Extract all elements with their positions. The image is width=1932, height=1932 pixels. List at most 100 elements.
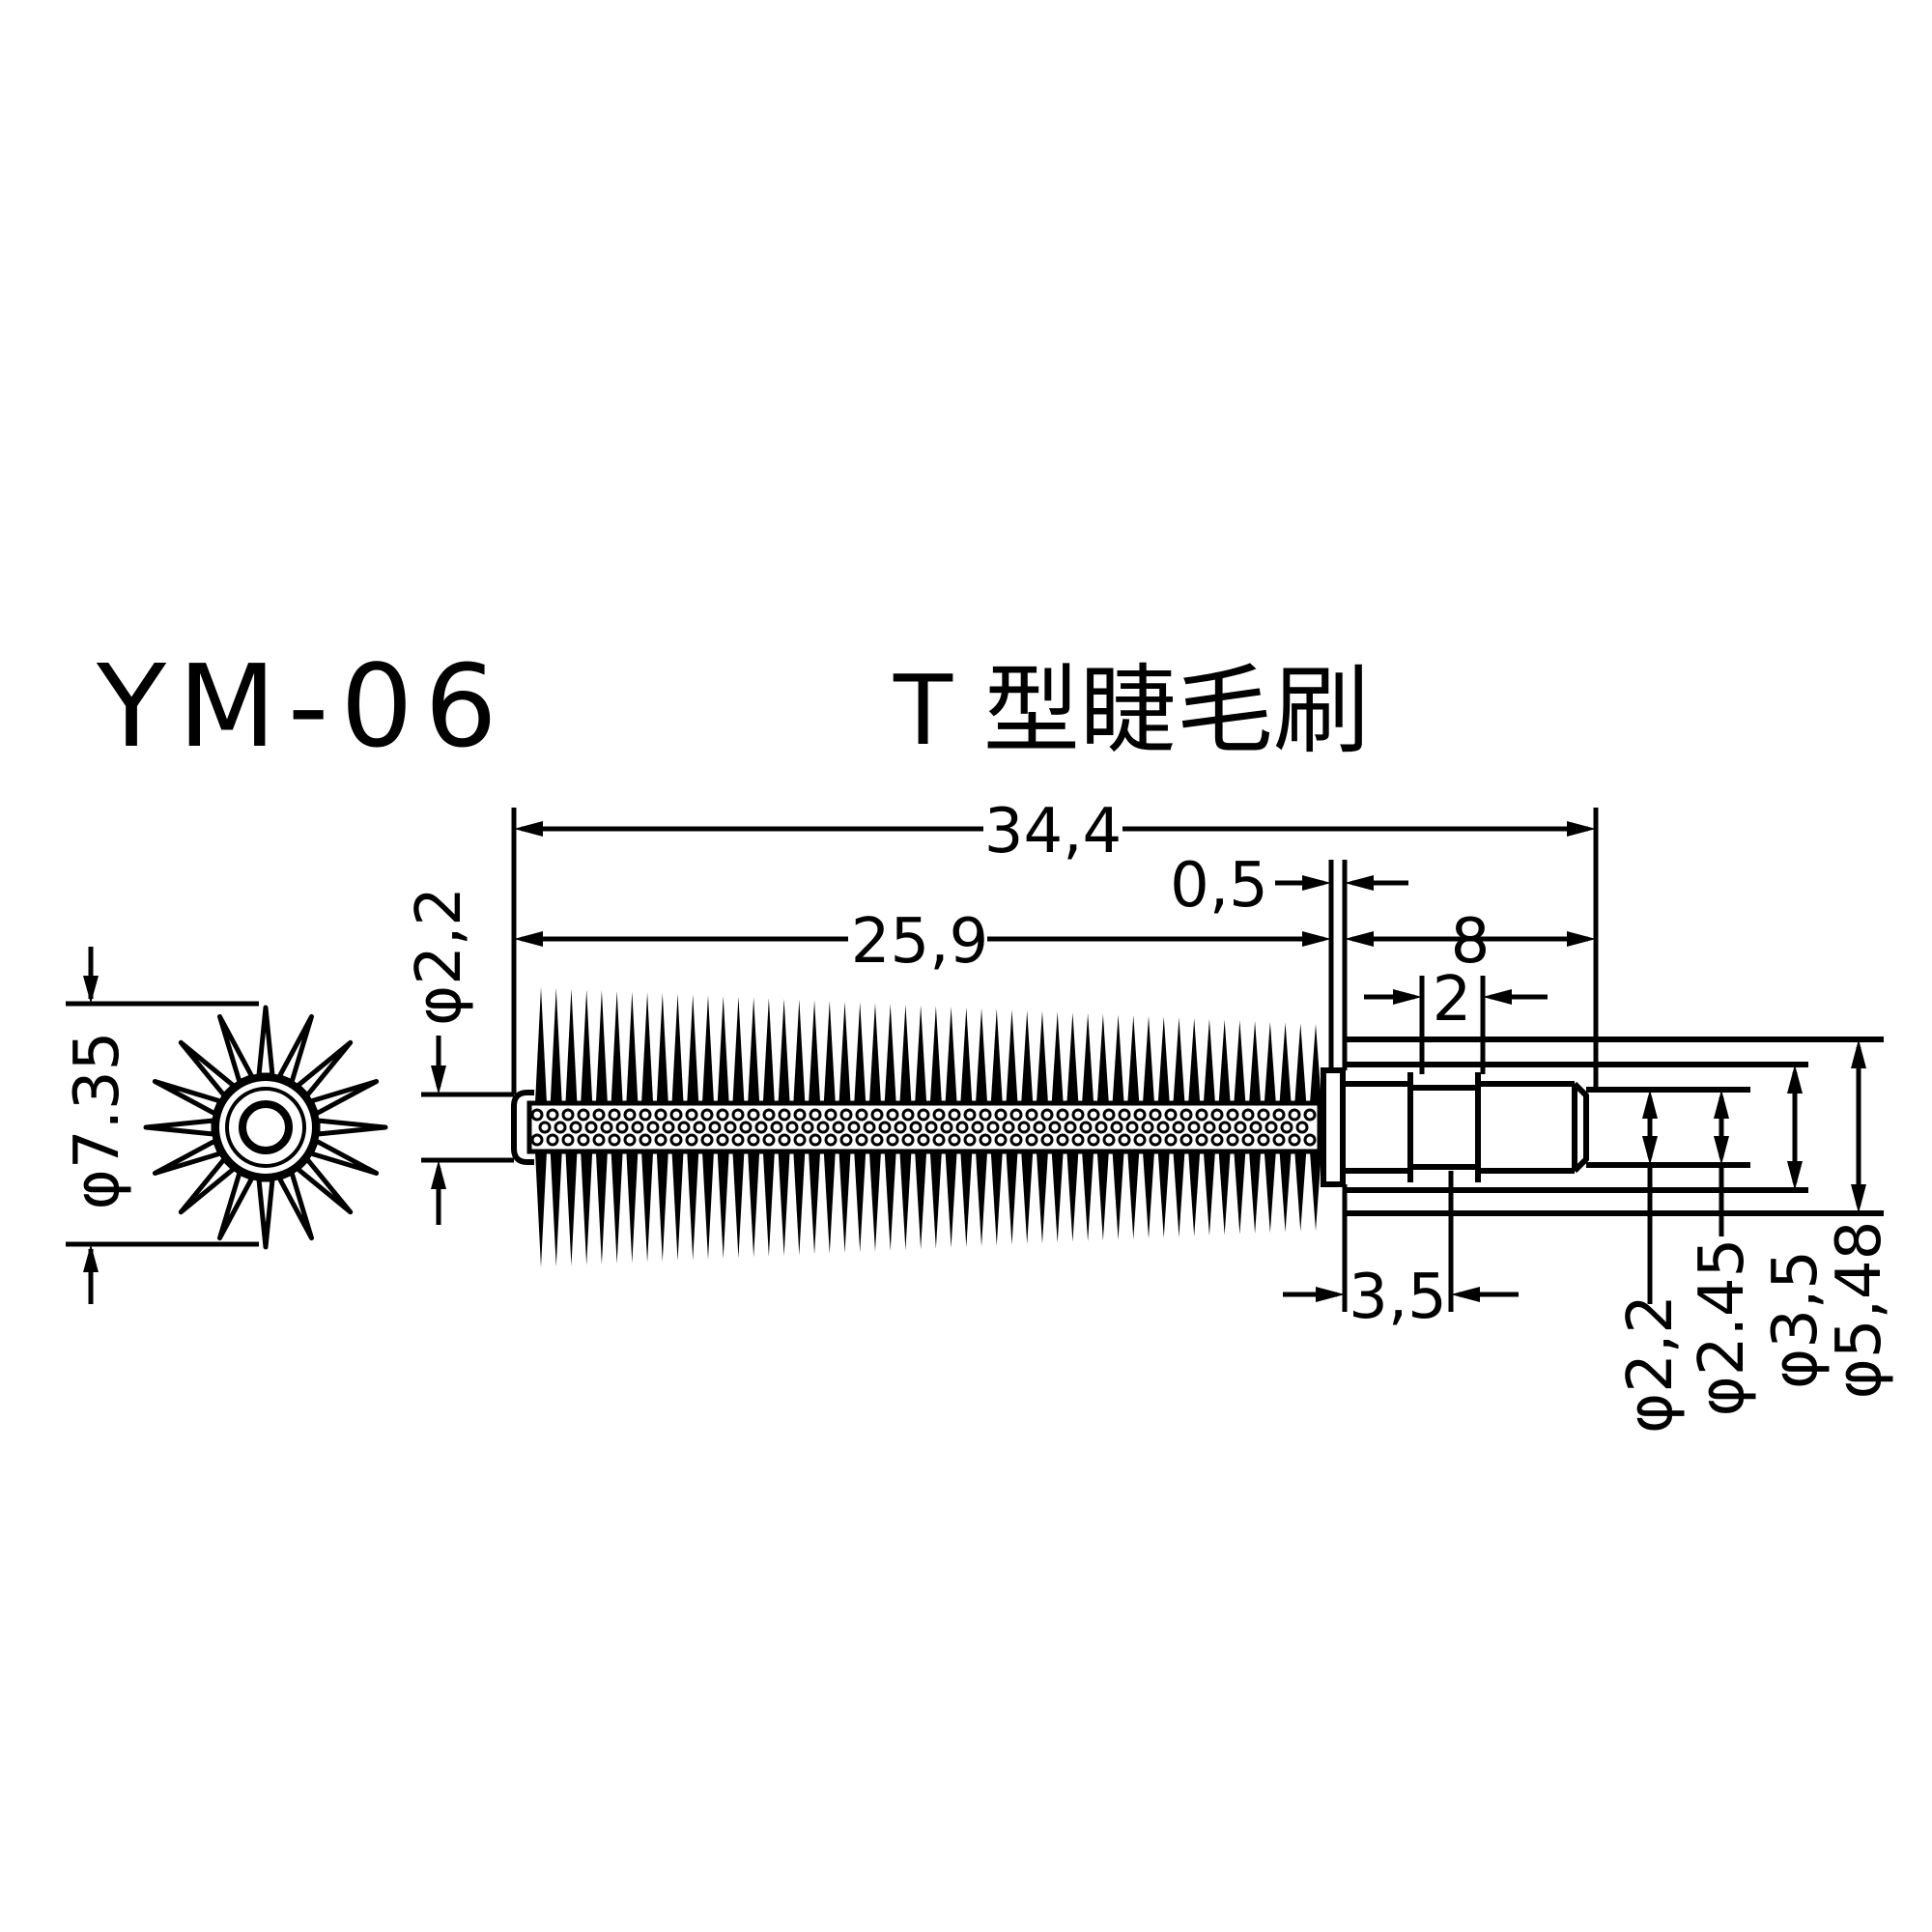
side-view-bristle (1021, 1151, 1034, 1245)
side-view-bristle (717, 1151, 729, 1260)
core-texture-dot (1025, 1108, 1038, 1122)
side-view-bristle (687, 1151, 699, 1261)
core-texture-dot (948, 1108, 961, 1122)
core-texture-dot (1303, 1133, 1317, 1147)
core-texture-dot (1118, 1133, 1131, 1147)
core-texture-dot (832, 1121, 845, 1134)
side-view-bristle (656, 992, 668, 1103)
core-texture-dot (608, 1108, 621, 1122)
side-view-bristle (1188, 1151, 1201, 1236)
side-view-bristle (809, 1151, 821, 1255)
shank-diameter-dimension: φ3,5 (1760, 1065, 1832, 1389)
core-texture-dot (793, 1108, 807, 1122)
core-texture-dot (1133, 1133, 1147, 1147)
brush-diameter-label: φ7.35 (62, 1032, 133, 1210)
side-view-bristle (838, 1151, 851, 1254)
flange-thickness-dimension: 0,5 (1170, 850, 1408, 922)
core-texture-dot (685, 1108, 698, 1122)
front-step-dimension: 3,5 (1283, 1262, 1519, 1333)
side-view-bristle (550, 1151, 562, 1267)
core-texture-dot (963, 1108, 977, 1122)
bore-diameter-dimension: φ2,2 (1615, 1090, 1687, 1434)
core-texture-dot (1079, 1121, 1093, 1134)
end-view-bristle (276, 1013, 314, 1085)
core-texture-dot (1040, 1108, 1054, 1122)
brush-diameter-dimension: φ7.35 (62, 947, 259, 1304)
core-texture-dot (1218, 1121, 1232, 1134)
core-texture-dot (855, 1108, 868, 1122)
side-view-bristle (535, 987, 547, 1103)
core-texture-dot (669, 1133, 683, 1147)
side-view-bristle (762, 1151, 775, 1257)
core-texture-dot (1187, 1121, 1201, 1134)
end-view-bristle (152, 1079, 223, 1117)
shank-length-dimension: 8 (1345, 906, 1596, 978)
side-view-bristle (1188, 1018, 1201, 1103)
overall-length-label: 34,4 (984, 796, 1122, 867)
core-texture-dot (1110, 1121, 1123, 1134)
end-view-bristle (308, 1079, 380, 1117)
side-view-bristle (1234, 1151, 1246, 1235)
groove-width-label: 2 (1433, 964, 1472, 1036)
core-texture-dot (1102, 1133, 1116, 1147)
side-view-bristle (1203, 1151, 1215, 1236)
core-texture-dot (1087, 1108, 1100, 1122)
flange-diameter-label: φ5,48 (1824, 1221, 1895, 1400)
extension-lines (421, 808, 1599, 1312)
side-view-bristle (1036, 1151, 1048, 1244)
core-texture-dot (909, 1121, 923, 1134)
core-texture-dot (809, 1133, 822, 1147)
end-view-bristle (143, 1118, 216, 1137)
side-view-bristle (838, 1001, 851, 1103)
side-view-bristle (868, 1003, 881, 1103)
end-view-bristle (295, 1156, 354, 1215)
side-view-bristle (656, 1151, 668, 1263)
core-texture-dot (615, 1121, 629, 1134)
brush-length-label: 25,9 (851, 906, 989, 978)
side-view-bristle (778, 998, 790, 1103)
side-view-bristle (717, 995, 729, 1103)
core-texture-dot (1210, 1133, 1224, 1147)
core-texture-dot (901, 1133, 915, 1147)
core-texture-dot (1203, 1121, 1216, 1134)
side-view-bristle (748, 1151, 760, 1258)
end-view-bristles (143, 1005, 388, 1250)
model-code: YM-06 (96, 639, 509, 773)
side-view-bristle (1066, 1012, 1079, 1103)
tip-diameter-label: φ2,2 (404, 887, 475, 1026)
core-texture-dot (816, 1121, 830, 1134)
core-texture-dot (639, 1108, 652, 1122)
side-view-bristle (915, 1151, 927, 1250)
side-view-bristle (1051, 1151, 1064, 1243)
core-texture-dot (700, 1108, 714, 1122)
core-texture-dot (538, 1121, 552, 1134)
side-view-bristle (1006, 1151, 1018, 1245)
core-texture-dot (577, 1133, 590, 1147)
core-texture-dot (731, 1133, 745, 1147)
core-texture-dot (716, 1133, 729, 1147)
core-texture-dot (870, 1108, 884, 1122)
core-texture-dot (1056, 1133, 1069, 1147)
side-view-bristle (701, 995, 714, 1103)
core-texture-dot (770, 1121, 783, 1134)
side-view-bristle (595, 1151, 608, 1265)
core-texture-dot (608, 1133, 621, 1147)
core-texture-dot (731, 1108, 745, 1122)
core-texture-dot (577, 1108, 590, 1122)
core-texture-dot (693, 1121, 706, 1134)
bore-diameter-label: φ2,2 (1615, 1294, 1687, 1434)
core-texture-dot (600, 1121, 613, 1134)
tip-diameter-dimension: φ2,2 (404, 887, 475, 1225)
side-view-bristle (1279, 1151, 1292, 1233)
core-texture-dot (1226, 1133, 1239, 1147)
side-view-bristle (1127, 1151, 1140, 1239)
core-texture-dot (584, 1121, 598, 1134)
front-step-label: 3,5 (1349, 1262, 1447, 1333)
side-view-bristle (732, 996, 745, 1103)
core-texture-dot (1164, 1133, 1178, 1147)
end-view-bristle (295, 1039, 354, 1098)
side-view-bristle (1127, 1015, 1140, 1103)
core-texture-dot (824, 1133, 838, 1147)
core-texture-dot (979, 1108, 992, 1122)
side-view-bristle (1112, 1151, 1124, 1240)
